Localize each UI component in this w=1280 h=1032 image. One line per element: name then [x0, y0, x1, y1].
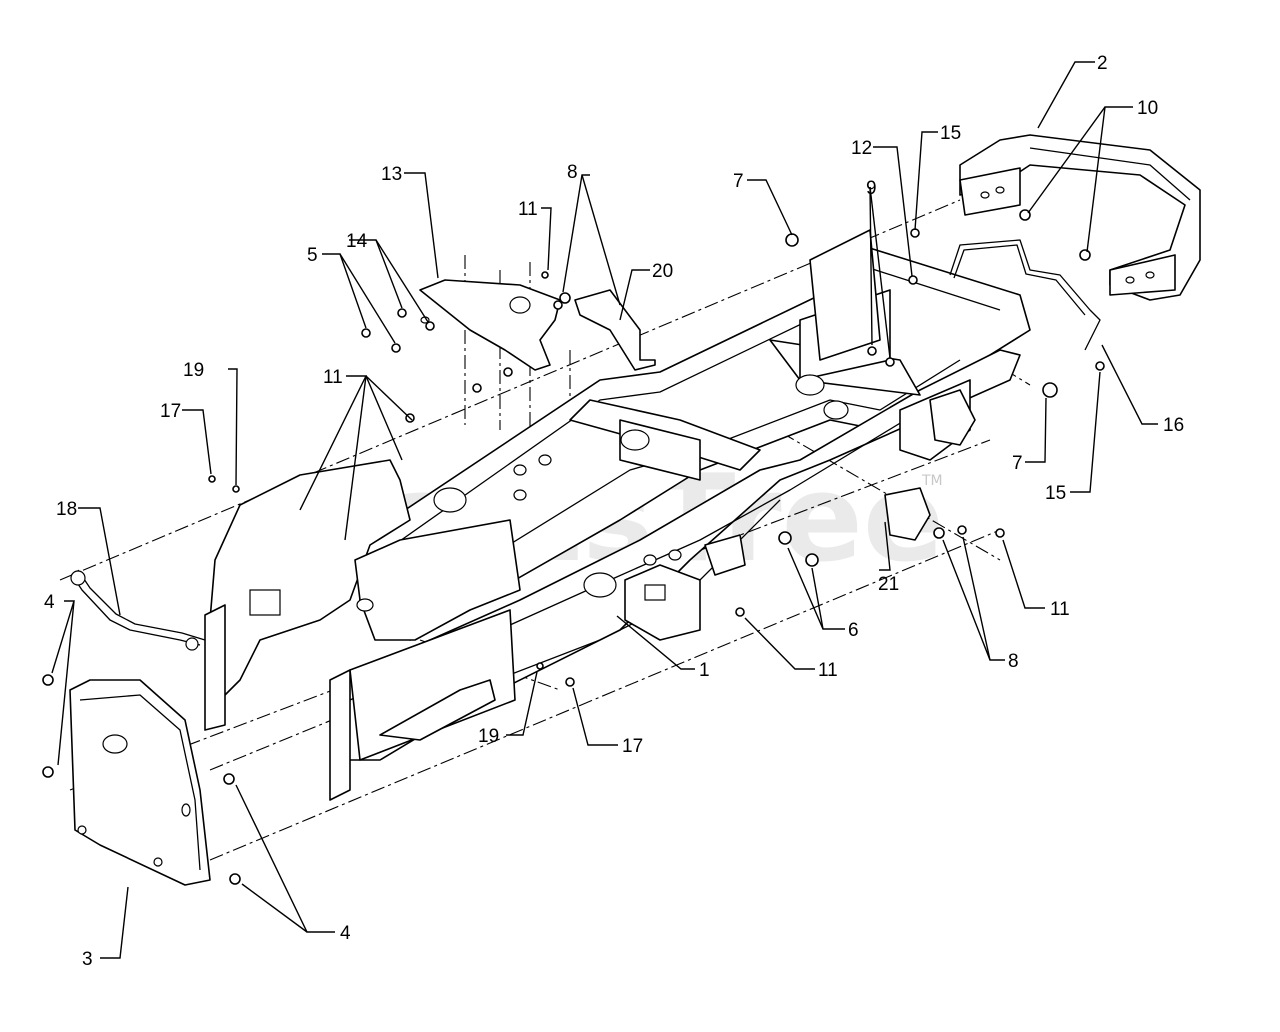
callout-19: 19: [183, 360, 204, 381]
rear-rod-part: [949, 239, 1101, 351]
callout-15: 15: [940, 123, 961, 144]
spring-icon: [908, 275, 918, 285]
callout-1: 1: [699, 660, 710, 681]
bolt-icon: [805, 553, 819, 567]
callout-13: 13: [381, 164, 402, 185]
clip-icon: [995, 528, 1005, 538]
bolt-icon: [361, 328, 371, 338]
callout-11: 11: [518, 199, 538, 220]
leader-lines: [51, 61, 1158, 959]
callout-5: 5: [307, 245, 318, 266]
callout-4: 4: [340, 923, 351, 944]
callout-15: 15: [1045, 483, 1066, 504]
washer-icon: [503, 367, 513, 377]
clip-icon: [536, 662, 544, 670]
callout-14: 14: [346, 231, 368, 252]
callout-21: 21: [878, 574, 899, 595]
front-rod-part: [70, 569, 206, 651]
callout-9: 9: [866, 178, 877, 199]
dash-panel-part: [204, 459, 521, 731]
nut-icon: [553, 300, 563, 310]
nut-icon: [957, 525, 967, 535]
callout-11: 11: [818, 660, 838, 681]
washer-icon: [397, 308, 407, 318]
clip-icon: [541, 271, 549, 279]
callout-17: 17: [622, 736, 643, 757]
callout-20: 20: [652, 261, 673, 282]
bolt-icon: [223, 773, 235, 785]
bracket-part-20: [574, 289, 656, 371]
bolt-icon: [42, 766, 54, 778]
callout-7: 7: [1012, 453, 1023, 474]
bolt-icon: [472, 383, 482, 393]
bolt-icon: [565, 677, 575, 687]
bolt-icon: [785, 233, 799, 247]
bolt-icon: [1095, 361, 1105, 371]
callout-3: 3: [82, 949, 93, 970]
front-cover-part: [69, 679, 211, 886]
bracket-part-21: [884, 487, 931, 541]
callout-10: 10: [1137, 98, 1158, 119]
callout-11: 11: [1050, 599, 1070, 620]
callout-6: 6: [848, 620, 859, 641]
rear-bumper-part: [959, 134, 1201, 301]
nut-icon: [867, 346, 877, 356]
callout-19: 19: [478, 726, 499, 747]
washer-icon: [425, 321, 435, 331]
callout-2: 2: [1097, 53, 1108, 74]
callout-12: 12: [851, 138, 872, 159]
watermark-trademark: TM: [921, 473, 943, 489]
hardware: [42, 209, 1105, 885]
bolt-icon: [1042, 382, 1058, 398]
callout-11: 11: [323, 367, 343, 388]
callout-18: 18: [56, 499, 77, 520]
callout-4: 4: [44, 592, 55, 613]
bolt-icon: [229, 873, 241, 885]
nut-icon: [1079, 249, 1091, 261]
clip-icon: [232, 485, 240, 493]
bolt-icon: [910, 228, 920, 238]
callout-8: 8: [1008, 651, 1019, 672]
nut-icon: [933, 527, 945, 539]
callout-16: 16: [1163, 415, 1184, 436]
bolt-icon: [42, 674, 54, 686]
bolt-icon: [208, 475, 216, 483]
bolt-icon: [391, 343, 401, 353]
bolt-icon: [559, 292, 571, 304]
clip-icon: [735, 607, 745, 617]
plate-part-13: [419, 279, 561, 371]
callout-8: 8: [567, 162, 578, 183]
callout-17: 17: [160, 401, 181, 422]
bolt-icon: [778, 531, 792, 545]
callout-7: 7: [733, 171, 744, 192]
nut-icon: [885, 357, 895, 367]
callouts: 2 10 12 15 9 7 8 11 20 13 14 5 19 17 11 …: [44, 53, 1184, 970]
main-frame-part: [289, 229, 1031, 801]
